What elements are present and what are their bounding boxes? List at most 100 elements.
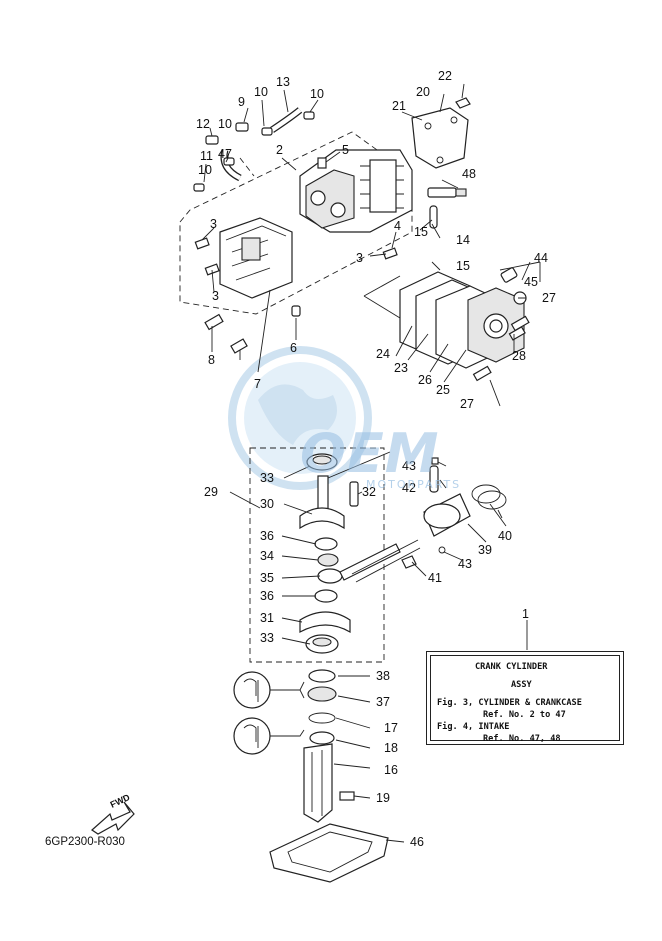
legend-line-2: Ref. No. 2 to 47 [483, 710, 566, 720]
crankshaft-dashed-box [249, 447, 385, 663]
callout-43b: 43 [458, 557, 472, 571]
callout-44: 44 [534, 251, 548, 265]
legend-line-3: Fig. 4, INTAKE [437, 722, 510, 732]
callout-11: 11 [200, 149, 213, 163]
callout-10b: 10 [310, 87, 324, 101]
legend-inner-border [430, 655, 620, 741]
callout-40: 40 [498, 529, 512, 543]
connecting-rod-35 [317, 543, 401, 584]
crankcase-dashed-outline [179, 131, 413, 315]
hose-15 [429, 205, 438, 229]
callout-27b: 27 [460, 397, 474, 411]
callout-35: 35 [260, 571, 274, 585]
legend-subtitle: ASSY [511, 680, 532, 690]
callout-28: 28 [512, 349, 526, 363]
legend-title: CRANK CYLINDER [475, 662, 548, 672]
callout-43a: 43 [402, 459, 416, 473]
leaders-exhaust [395, 261, 541, 383]
callout-32: 32 [362, 485, 376, 499]
bolt-3 [382, 247, 398, 260]
spark-plug-48 [427, 187, 467, 198]
callout-42: 42 [402, 481, 416, 495]
callout-labels: 22 20 21 13 9 10 10 12 10 11 10 47 2 5 4… [196, 69, 556, 849]
callout-10a: 10 [254, 85, 268, 99]
callout-21: 21 [392, 99, 406, 113]
leaders-top [201, 83, 531, 407]
diagram-code: 6GP2300-R030 [45, 836, 125, 848]
bolt-8 [204, 313, 224, 331]
hose-13 [270, 107, 303, 133]
callout-15b: 15 [456, 259, 470, 273]
watermark-subtext: MOTORPARTS [366, 478, 462, 491]
callout-26: 26 [418, 373, 432, 387]
leaders-crank [281, 451, 507, 645]
bolt-28 [508, 326, 526, 341]
pin-32 [349, 481, 359, 507]
watermark-text: OEM [300, 422, 440, 485]
bolt-3b [194, 237, 210, 250]
gasket-46 [269, 823, 389, 883]
bearing-36 [314, 537, 338, 551]
callout-25: 25 [436, 383, 450, 397]
piston-39 [423, 493, 471, 537]
bolt-7 [230, 338, 248, 354]
callout-31: 31 [260, 611, 274, 625]
callout-20: 20 [416, 85, 430, 99]
bearing-33-bottom [305, 634, 339, 654]
callout-9: 9 [238, 95, 245, 109]
callout-41: 41 [428, 571, 442, 585]
bolt-27b [472, 365, 492, 382]
callout-3b: 3 [356, 251, 363, 265]
o-ring-17 [308, 712, 336, 724]
callout-30: 30 [260, 497, 274, 511]
callout-22: 22 [438, 69, 452, 83]
bearing-36b [314, 589, 338, 603]
callout-12: 12 [196, 117, 210, 131]
piston-pin-42 [429, 465, 439, 493]
dash-leader [239, 157, 255, 177]
fitting-5 [317, 157, 327, 169]
exhaust-leader-a [363, 275, 401, 297]
housing-16 [303, 743, 333, 823]
legend-ref-number: 1 [522, 607, 529, 621]
legend-box: CRANK CYLINDER ASSY Fig. 3, CYLINDER & C… [426, 651, 624, 745]
crankcase-left [219, 217, 293, 299]
bolt-3c [204, 263, 220, 276]
pin-6 [291, 305, 301, 317]
seal-38 [308, 669, 336, 683]
joint-9 [235, 122, 249, 132]
leader-29 [229, 491, 261, 509]
crankshaft-30 [299, 475, 345, 530]
callout-4: 4 [394, 219, 401, 233]
joint-12 [205, 135, 219, 145]
callout-34: 34 [260, 549, 274, 563]
cylinder-block [299, 149, 413, 233]
fwd-arrow-icon: FWD [91, 792, 135, 835]
bearing-41 [401, 555, 417, 569]
ring-40b [477, 490, 507, 510]
callout-27a: 27 [542, 291, 556, 305]
callout-8: 8 [208, 353, 215, 367]
callout-15a: 15 [414, 225, 428, 239]
callout-3c: 3 [212, 289, 219, 303]
callout-13: 13 [276, 75, 290, 89]
clip-10 [261, 127, 273, 136]
clip-10b [303, 111, 315, 120]
callout-17: 17 [384, 721, 398, 735]
callout-14: 14 [456, 233, 470, 247]
detail-inset-upper [233, 671, 305, 709]
callout-10c: 10 [218, 117, 232, 131]
bearing-34 [317, 553, 339, 567]
callout-24: 24 [376, 347, 390, 361]
callout-5: 5 [342, 143, 349, 157]
hose-clip-10 [193, 183, 205, 192]
callout-36a: 36 [260, 529, 274, 543]
clip-43 [431, 457, 439, 465]
callout-47: 47 [218, 147, 232, 161]
callout-48: 48 [462, 167, 476, 181]
legend-line-1: Fig. 3, CYLINDER & CRANKCASE [437, 698, 582, 708]
exhaust-leader-b [363, 295, 401, 319]
callout-33a: 33 [260, 471, 274, 485]
callout-33b: 33 [260, 631, 274, 645]
